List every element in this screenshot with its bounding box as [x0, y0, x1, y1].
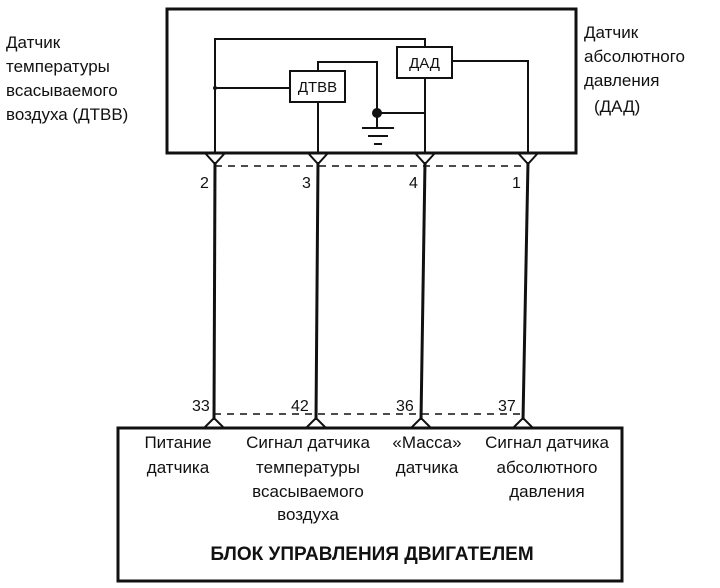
sensor-pin-3: 3 [302, 175, 311, 192]
sensor-pin-2: 2 [200, 175, 209, 192]
label-line: давления [509, 482, 584, 501]
label-line: Сигнал датчика [246, 433, 370, 452]
iat-sensor-component: ДТВВ [289, 70, 346, 103]
sensor-housing [165, 7, 578, 155]
ecu-label-iat-signal: Сигнал датчика температуры всасываемого … [246, 433, 370, 524]
label-line: «Масса» [392, 433, 461, 452]
label-line: Питание [144, 433, 211, 452]
label-line: (ДАД) [594, 97, 640, 116]
label-line: датчика [396, 458, 459, 477]
label-line: абсолютного [497, 458, 598, 477]
sensor-connector: 2 3 4 1 [200, 152, 539, 192]
iat-box-label: ДТВВ [298, 79, 337, 96]
internal-wiring [213, 38, 529, 153]
iat-sensor-label: Датчик температуры всасываемого воздуха … [6, 33, 128, 124]
label-line: всасываемого [252, 482, 364, 501]
label-line: Датчик [584, 23, 639, 42]
ecu-pin-42: 42 [291, 398, 309, 415]
sensor-pin-1: 1 [512, 175, 521, 192]
ground-icon [362, 113, 394, 145]
ecu-label-ground: «Масса» датчика [392, 433, 461, 477]
sensor-pin-4: 4 [409, 175, 418, 192]
ecu-label-map-signal: Сигнал датчика абсолютного давления [485, 433, 609, 501]
label-line: воздуха (ДТВВ) [6, 105, 128, 124]
label-line: температуры [256, 458, 360, 477]
label-line: воздуха [277, 505, 339, 524]
label-line: всасываемого [6, 81, 118, 100]
ecu-pin-33: 33 [192, 398, 210, 415]
map-sensor-label: Датчик абсолютного давления (ДАД) [584, 23, 685, 116]
harness-wires [212, 161, 530, 421]
map-sensor-component: ДАД [396, 46, 453, 79]
label-line: Датчик [6, 33, 61, 52]
label-line: температуры [6, 57, 110, 76]
label-line: давления [584, 71, 659, 90]
ecu-pin-37: 37 [498, 398, 516, 415]
label-line: датчика [147, 458, 210, 477]
label-line: Сигнал датчика [485, 433, 609, 452]
ecu-connector: 33 42 36 37 [192, 398, 534, 429]
ecu-pin-36: 36 [396, 398, 414, 415]
map-box-label: ДАД [409, 55, 440, 72]
ecu-title: БЛОК УПРАВЛЕНИЯ ДВИГАТЕЛЕМ [210, 544, 533, 565]
label-line: абсолютного [584, 47, 685, 66]
ecu-box [116, 426, 624, 583]
ecu-label-supply: Питание датчика [144, 433, 211, 477]
